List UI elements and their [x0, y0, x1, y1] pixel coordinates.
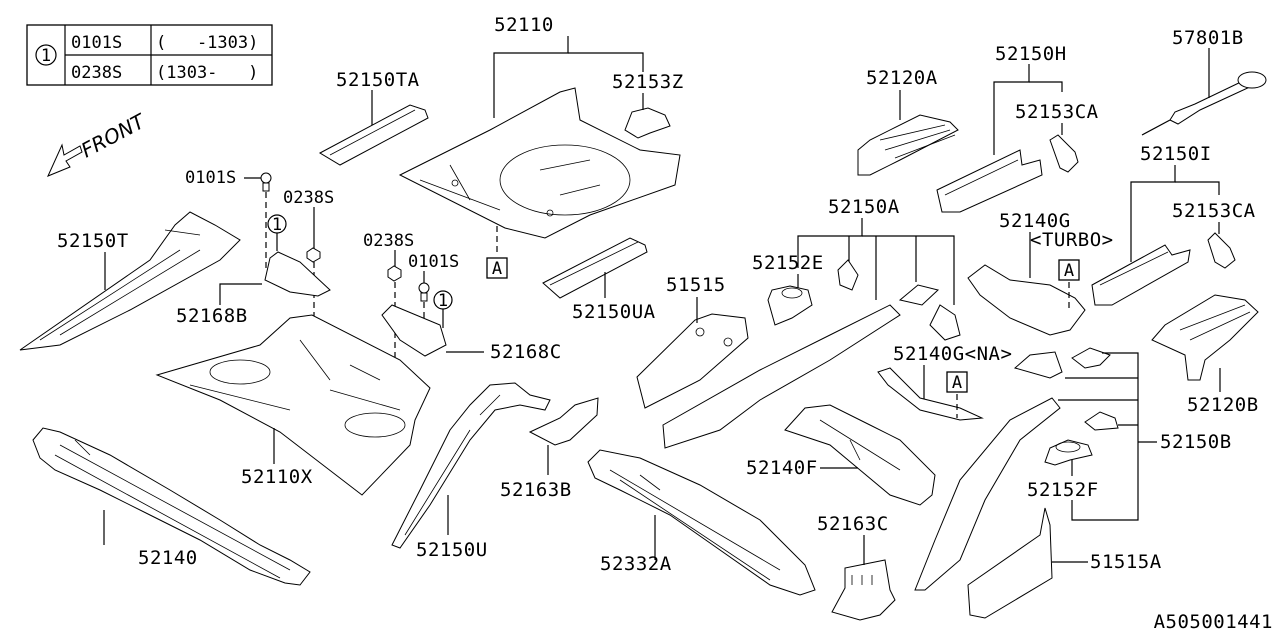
label-52120A: 52120A	[866, 67, 938, 89]
part-52168B[interactable]	[264, 251, 331, 297]
part-52150I[interactable]	[1091, 244, 1191, 306]
label-52150U: 52150U	[416, 539, 488, 561]
label-52140G-na: 52140G<NA>	[893, 343, 1012, 365]
label-52150H: 52150H	[995, 43, 1067, 65]
part-52152F[interactable]	[1044, 439, 1093, 466]
label-0101S-left: 0101S	[185, 168, 236, 188]
part-52140G-na[interactable]	[877, 367, 984, 421]
reference-marker-a	[946, 371, 968, 393]
legend-row-part: 0238S	[71, 63, 122, 83]
diagram-id-code: A505001441	[1154, 611, 1273, 633]
front-direction-indicator: FRONT	[47, 108, 150, 177]
part-52150H[interactable]	[936, 149, 1043, 213]
label-52153CA-top: 52153CA	[1015, 101, 1099, 123]
part-52332A[interactable]	[587, 449, 816, 596]
front-label: FRONT	[77, 108, 150, 162]
part-52120A[interactable]	[857, 114, 959, 176]
label-52168B: 52168B	[176, 305, 248, 327]
label-52110X: 52110X	[241, 466, 313, 488]
label-0238S-mid: 0238S	[363, 231, 414, 251]
bolt-icon	[418, 282, 430, 302]
part-52150TA[interactable]	[318, 104, 429, 166]
part-52140[interactable]	[32, 427, 311, 586]
label-52168C: 52168C	[490, 341, 562, 363]
label-52152E: 52152E	[752, 252, 824, 274]
svg-text:A: A	[1064, 261, 1074, 281]
label-52153Z: 52153Z	[612, 71, 684, 93]
part-52152E[interactable]	[767, 285, 813, 326]
part-52153Z[interactable]	[624, 107, 671, 139]
label-52163C: 52163C	[817, 513, 889, 535]
label-52120B: 52120B	[1187, 394, 1259, 416]
label-turbo-note: <TURBO>	[1030, 229, 1114, 251]
part-52153CA[interactable]	[1049, 134, 1079, 173]
legend-symbol: 1	[41, 46, 51, 66]
label-52150I: 52150I	[1140, 143, 1212, 165]
label-52150A: 52150A	[828, 196, 900, 218]
label-52140F: 52140F	[746, 457, 818, 479]
callout-circle-icon	[35, 44, 57, 66]
front-arrow-icon	[47, 143, 83, 177]
nut-icon	[306, 247, 321, 263]
part-52168C[interactable]	[381, 304, 447, 357]
part-52140F[interactable]	[784, 404, 936, 506]
part-52150U[interactable]	[391, 382, 551, 549]
svg-text:1: 1	[438, 291, 448, 311]
label-52140G-turbo: 52140G	[999, 210, 1071, 232]
label-52153CA-right: 52153CA	[1172, 200, 1256, 222]
label-0238S-left: 0238S	[283, 188, 334, 208]
nut-icon	[387, 265, 402, 282]
label-52110: 52110	[494, 14, 554, 36]
part-52153CA-right[interactable]	[1207, 232, 1236, 269]
legend-row-range: (1303- )	[156, 63, 258, 83]
label-52150B: 52150B	[1160, 431, 1232, 453]
label-52150TA: 52150TA	[336, 69, 420, 91]
bolt-icon	[260, 172, 272, 192]
reference-marker-a	[486, 257, 508, 279]
label-52150UA: 52150UA	[572, 301, 656, 323]
part-51515[interactable]	[636, 313, 749, 409]
part-52150UA[interactable]	[542, 237, 648, 299]
part-52163B[interactable]	[528, 397, 599, 446]
legend-table: 1 0101S ( -1303) 0238S (1303- )	[26, 24, 273, 86]
part-52150B[interactable]	[914, 347, 1119, 591]
part-52120B[interactable]	[1151, 294, 1259, 381]
legend-row-part: 0101S	[71, 33, 122, 53]
part-52150A[interactable]	[662, 259, 961, 449]
label-52150T: 52150T	[57, 230, 129, 252]
label-52152F: 52152F	[1027, 479, 1099, 501]
part-51515A[interactable]	[967, 507, 1053, 619]
part-52110[interactable]	[398, 87, 681, 239]
part-52150T[interactable]	[19, 211, 241, 351]
part-52140G-turbo[interactable]	[967, 264, 1086, 336]
svg-text:A: A	[492, 259, 502, 279]
part-52110X[interactable]	[155, 314, 431, 496]
label-57801B: 57801B	[1172, 27, 1244, 49]
part-57801B[interactable]	[1141, 71, 1267, 136]
reference-marker-a	[1058, 259, 1080, 281]
label-52163B: 52163B	[500, 479, 572, 501]
label-52140: 52140	[138, 547, 198, 569]
part-52163C[interactable]	[831, 559, 896, 621]
svg-text:A: A	[952, 373, 962, 393]
label-51515A: 51515A	[1090, 551, 1162, 573]
label-52332A: 52332A	[600, 553, 672, 575]
legend-row-range: ( -1303)	[156, 33, 258, 53]
svg-text:1: 1	[272, 215, 282, 235]
label-0101S-mid: 0101S	[408, 252, 459, 272]
label-51515: 51515	[666, 274, 726, 296]
